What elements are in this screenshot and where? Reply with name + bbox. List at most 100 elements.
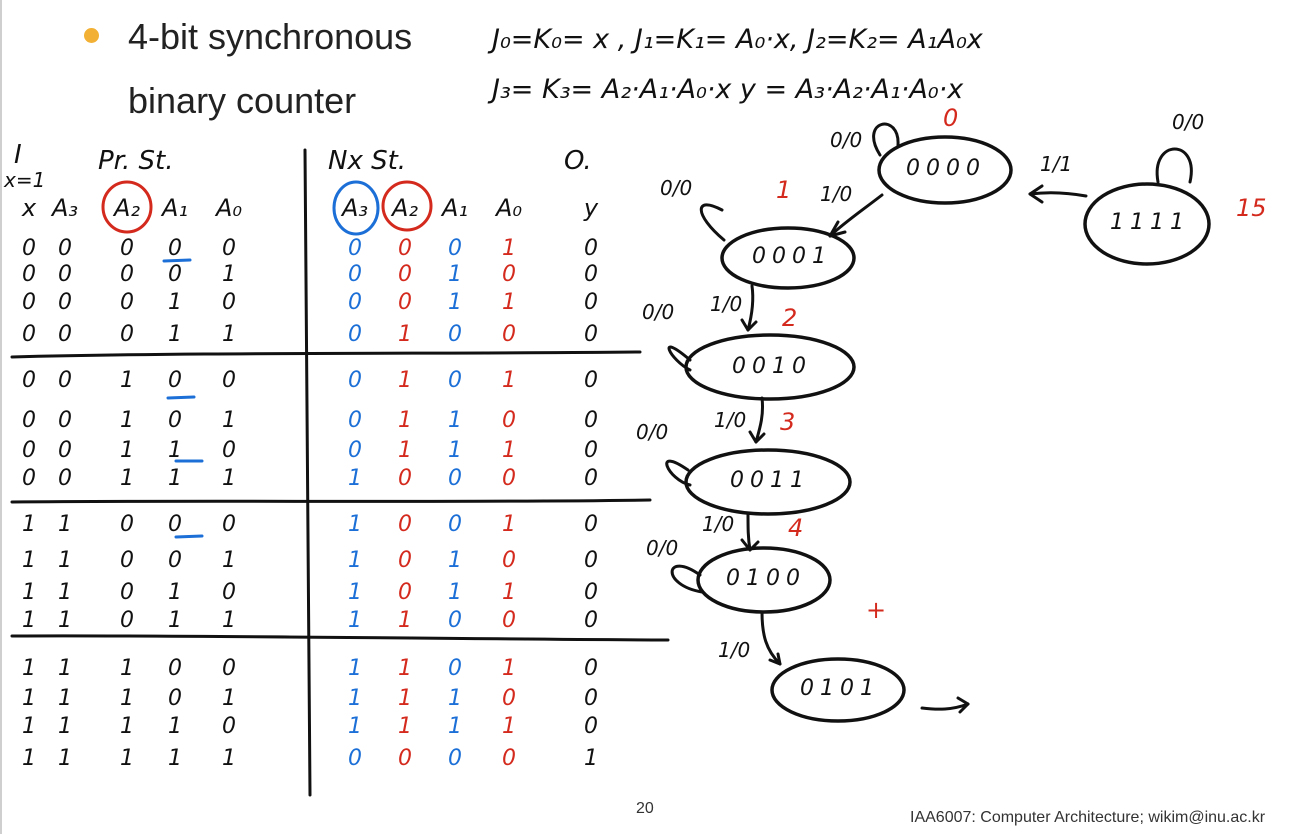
table-divider-3 bbox=[10, 634, 670, 642]
self-loop-1111 bbox=[1155, 147, 1193, 184]
column-header: y bbox=[583, 194, 599, 222]
transition-label-0010: 1/0 bbox=[714, 408, 747, 432]
table-cell: 1 bbox=[120, 438, 134, 463]
arrow-0000-0001 bbox=[828, 193, 884, 238]
table-cell: 0 bbox=[168, 548, 182, 573]
table-cell: 0 bbox=[398, 746, 412, 771]
table-cell: 1 bbox=[58, 746, 72, 771]
table-cell: 0 bbox=[502, 686, 516, 711]
table-cell: 1 bbox=[448, 290, 462, 315]
table-cell: 0 bbox=[398, 548, 412, 573]
arrow-0011-0100 bbox=[746, 511, 752, 552]
table-cell: 0 bbox=[168, 656, 182, 681]
self-loop-label-0100: 0/0 bbox=[646, 536, 679, 560]
table-cell: 1 bbox=[398, 368, 412, 393]
table-cell: 0 bbox=[398, 290, 412, 315]
state-index-5: + bbox=[866, 596, 887, 624]
table-cell: 1 bbox=[168, 466, 182, 491]
table-cell: 1 bbox=[120, 746, 134, 771]
state-index-3: 3 bbox=[780, 408, 796, 436]
table-cell: 1 bbox=[22, 608, 36, 633]
state-0101-ellipse bbox=[770, 657, 906, 723]
table-cell: 0 bbox=[398, 512, 412, 537]
table-cell: 1 bbox=[168, 438, 182, 463]
table-cell: 0 bbox=[168, 236, 182, 261]
input-note-x1: x=1 bbox=[4, 168, 46, 192]
table-cell: 1 bbox=[168, 580, 182, 605]
slide-title-line-2: binary counter bbox=[128, 80, 357, 121]
self-loop-0011 bbox=[665, 459, 692, 487]
table-cell: 0 bbox=[584, 368, 598, 393]
table-cell: 0 bbox=[348, 746, 362, 771]
arrow-0101-next bbox=[920, 702, 970, 711]
table-cell: 1 bbox=[58, 548, 72, 573]
table-cell: 1 bbox=[120, 714, 134, 739]
table-cell: 1 bbox=[120, 656, 134, 681]
output-header: O. bbox=[564, 146, 592, 176]
table-cell: 1 bbox=[448, 262, 462, 287]
table-cell: 0 bbox=[120, 608, 134, 633]
table-cell: 1 bbox=[398, 438, 412, 463]
table-cell: 0 bbox=[222, 512, 236, 537]
state-1111-ellipse bbox=[1083, 182, 1211, 266]
table-cell: 0 bbox=[448, 322, 462, 347]
table-cell: 1 bbox=[168, 290, 182, 315]
table-cell: 0 bbox=[584, 466, 598, 491]
table-cell: 0 bbox=[168, 512, 182, 537]
table-cell: 1 bbox=[584, 746, 598, 771]
transition-label-0100: 1/0 bbox=[718, 638, 751, 662]
table-cell: 0 bbox=[120, 322, 134, 347]
table-cell: 1 bbox=[222, 408, 236, 433]
state-0011-label: 0011 bbox=[730, 468, 810, 493]
state-0000-label: 0000 bbox=[906, 156, 986, 181]
table-cell: 1 bbox=[348, 512, 362, 537]
circle-present-a2 bbox=[101, 180, 153, 234]
column-header: A₂ bbox=[391, 194, 419, 222]
slide-title-line-1: 4-bit synchronous bbox=[128, 16, 413, 57]
table-cell: 0 bbox=[22, 466, 36, 491]
column-header: A₀ bbox=[495, 194, 523, 222]
table-cell: 0 bbox=[222, 656, 236, 681]
table-cell: 0 bbox=[58, 466, 72, 491]
table-cell: 1 bbox=[58, 512, 72, 537]
table-cell: 0 bbox=[398, 262, 412, 287]
table-cell: 0 bbox=[502, 408, 516, 433]
state-index-0: 0 bbox=[943, 104, 959, 132]
table-cell: 0 bbox=[120, 548, 134, 573]
table-cell: 0 bbox=[584, 686, 598, 711]
state-0100-label: 0100 bbox=[726, 566, 806, 591]
page-number: 20 bbox=[636, 800, 654, 817]
equation-line-1: J₀=K₀= x , J₁=K₁= A₀·x, J₂=K₂= A₁A₀x bbox=[492, 24, 983, 55]
column-header: A₃ bbox=[341, 194, 369, 222]
table-cell: 0 bbox=[584, 290, 598, 315]
table-cell: 1 bbox=[168, 746, 182, 771]
transition-label-0011: 1/0 bbox=[702, 512, 735, 536]
state-1111-label: 1111 bbox=[1110, 210, 1190, 235]
column-header: A₃ bbox=[51, 194, 79, 222]
table-cell: 0 bbox=[584, 236, 598, 261]
table-cell: 0 bbox=[502, 466, 516, 491]
table-cell: 0 bbox=[448, 656, 462, 681]
table-cell: 0 bbox=[22, 236, 36, 261]
state-0100-ellipse bbox=[696, 546, 832, 614]
table-cell: 1 bbox=[398, 608, 412, 633]
table-cell: 1 bbox=[58, 580, 72, 605]
self-loop-label-1111: 0/0 bbox=[1172, 110, 1205, 134]
table-cell: 0 bbox=[222, 236, 236, 261]
table-cell: 0 bbox=[120, 236, 134, 261]
self-loop-label-0000: 0/0 bbox=[830, 128, 863, 152]
table-cell: 0 bbox=[120, 290, 134, 315]
table-cell: 0 bbox=[348, 368, 362, 393]
table-cell: 1 bbox=[348, 466, 362, 491]
table-cell: 0 bbox=[58, 290, 72, 315]
column-header: A₀ bbox=[215, 194, 243, 222]
table-cell: 0 bbox=[448, 466, 462, 491]
table-cell: 1 bbox=[502, 438, 516, 463]
column-header: A₁ bbox=[441, 194, 469, 222]
arrow-0001-0010 bbox=[746, 284, 755, 332]
footer-text: IAA6007: Computer Architecture; wikim@in… bbox=[910, 809, 1266, 826]
input-note-i: I bbox=[14, 140, 22, 170]
table-cell: 1 bbox=[398, 408, 412, 433]
table-cell: 0 bbox=[222, 580, 236, 605]
